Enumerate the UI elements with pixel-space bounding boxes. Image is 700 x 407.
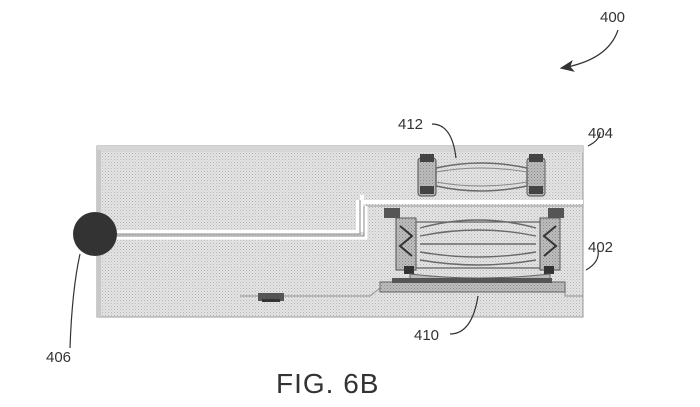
label-402: 402	[588, 239, 613, 256]
label-400: 400	[600, 9, 625, 26]
figure-caption: FIG. 6B	[276, 368, 379, 399]
connector-406	[73, 212, 117, 256]
label-410: 410	[414, 327, 439, 344]
lower-housing-402	[360, 195, 583, 232]
leader-412	[431, 123, 457, 159]
leader-lines	[69, 29, 619, 349]
leader-406	[69, 253, 81, 349]
lens-assembly-412	[417, 154, 546, 197]
arrow-400	[559, 29, 619, 72]
leader-404	[587, 131, 601, 147]
flex-cable	[112, 200, 368, 240]
label-406: 406	[46, 349, 71, 366]
leader-410	[449, 295, 479, 335]
sensor-substrate-410	[240, 278, 583, 302]
leader-402	[585, 249, 599, 271]
label-412: 412	[398, 116, 423, 133]
label-404: 404	[588, 125, 613, 142]
camera-module	[384, 208, 564, 281]
